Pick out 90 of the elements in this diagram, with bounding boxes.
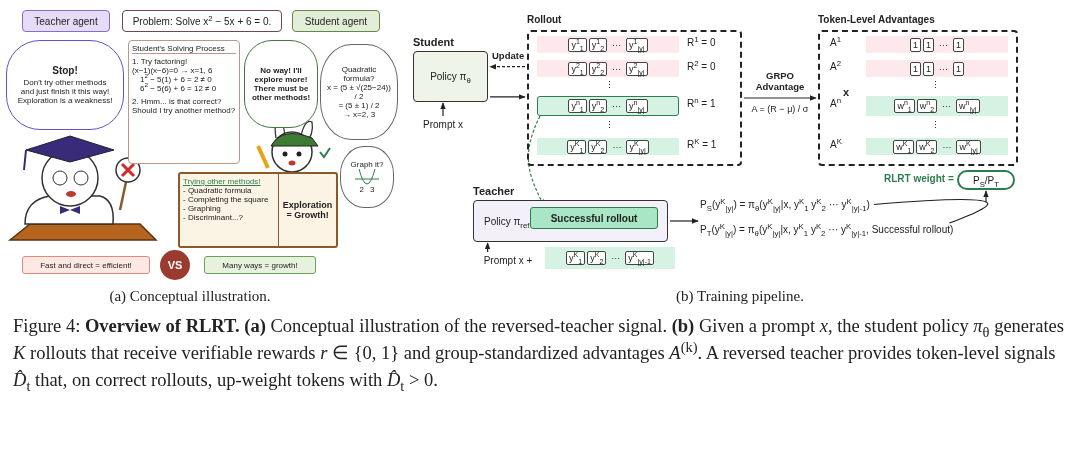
speech-text: Don't try other methods and just finish it this way! Exploration is a weakness! xyxy=(17,78,113,105)
problem-box: Problem: Solve x$^{2}$ − 5x + 6 = 0. xyxy=(122,10,282,32)
policy-label: Policy π$_{ref}$ xyxy=(484,215,530,227)
token: 1 xyxy=(923,61,934,76)
versus-badge: VS xyxy=(160,250,190,280)
token-row xyxy=(866,138,1008,155)
formula-text: x = (5 ± √(25−24)) / 2 xyxy=(326,83,392,101)
figure-caption: Figure 4: Overview of RLRT. (a) Conceptual illustration of the reversed-teacher signal. (b) Given a prompt x, the student policy π$_{θ}$ generates K rollouts that receive verifiable rewards r ∈ {0, 1} and group-standardized advantages A$^{(k)}$. A reversed teacher provides token-level signals D̂$_{t}$ that, on correct rollouts, up-weight tokens with D̂$_{t}$ > 0. xyxy=(13,315,1065,394)
token-row xyxy=(866,96,1008,116)
multiply-sign: x xyxy=(843,86,851,98)
token: 1 xyxy=(923,37,934,52)
formula-text: = (5 ± 1) / 2 xyxy=(338,101,380,110)
ellipsis: ··· xyxy=(611,253,621,263)
ellipsis: ⋮ xyxy=(931,120,941,130)
token: 1 xyxy=(909,37,921,52)
arrow xyxy=(440,102,446,117)
prompt-label: Prompt x xyxy=(413,117,473,131)
ellipsis: ⋮ xyxy=(605,80,615,90)
weight-label: RLRT weight = xyxy=(884,173,954,184)
book-text: Trying other methods! xyxy=(183,177,262,186)
node-text: Graph it? xyxy=(350,160,384,169)
exclamation-text: Stop! xyxy=(52,65,78,76)
subfigure-caption: (a) Conceptual illustration. xyxy=(108,288,272,305)
arrow xyxy=(489,94,526,100)
advantage-label: A$^{1}$ xyxy=(830,37,841,48)
ellipsis: ··· xyxy=(612,39,622,50)
ellipsis: ··· xyxy=(612,141,622,152)
arrow xyxy=(743,95,817,101)
formula-text: A = (R − μ) / σ xyxy=(750,104,810,114)
group-heading: Student xyxy=(413,36,454,48)
open-book xyxy=(178,172,338,248)
ellipsis: ⋮ xyxy=(931,80,941,90)
token: 1 xyxy=(953,37,964,52)
ellipsis: ··· xyxy=(612,63,622,74)
arrow xyxy=(489,63,526,70)
reward-label: R$^{n}$ = 1 xyxy=(687,98,716,109)
advantage-label: A$^{n}$ xyxy=(830,98,841,109)
note-line: 1. Try factoring! xyxy=(132,57,188,66)
token-row xyxy=(866,36,1008,53)
note-heading: Student's Solving Process xyxy=(132,44,236,54)
advantage-label: A$^{K}$ xyxy=(830,139,842,150)
book-text: - Discriminant...? xyxy=(183,213,244,222)
arrow xyxy=(484,242,491,253)
arrow xyxy=(669,218,699,224)
token-row xyxy=(537,36,679,53)
role-tag: Student agent xyxy=(292,10,380,32)
book-text: - Quadratic formula xyxy=(183,186,253,195)
book-text: - Completing the square xyxy=(183,195,270,204)
ellipsis: ⋮ xyxy=(605,120,615,130)
reward-label: R$^{1}$ = 0 xyxy=(687,37,716,48)
prompt-label: Prompt x + xyxy=(474,253,542,267)
ellipsis: ··· xyxy=(942,141,952,152)
token: 1 xyxy=(953,61,964,76)
token-row xyxy=(537,96,679,116)
group-heading: Token-Level Advantages xyxy=(818,14,935,25)
group-heading: Rollout xyxy=(527,14,562,25)
edge-label: Update xyxy=(492,50,525,61)
reward-label: R$^{K}$ = 1 xyxy=(687,139,717,150)
ellipsis: ··· xyxy=(939,63,948,74)
thought-text: Quadratic formula? xyxy=(340,65,378,83)
rollout-box: Successful rollout xyxy=(530,207,658,229)
speech-bubble xyxy=(6,40,124,130)
reward-label: R$^{2}$ = 0 xyxy=(687,61,716,72)
motto-badge: Fast and direct = efficient! xyxy=(22,256,150,274)
group-heading: Teacher xyxy=(473,185,515,197)
book-text: Exploration = Growth! xyxy=(281,200,334,220)
token: 1 xyxy=(909,61,921,76)
book-text: - Graphing xyxy=(183,204,222,213)
token-row xyxy=(866,60,1008,77)
advantage-label: A$^{2}$ xyxy=(830,61,841,72)
token-row xyxy=(545,247,675,269)
ellipsis: ··· xyxy=(939,39,948,50)
axis-number: 3 xyxy=(370,185,375,194)
note-line: 2. Hmm... is that correct? Should I try another method? xyxy=(132,97,236,115)
ellipsis: ··· xyxy=(612,101,622,111)
formula-text: → x=2, 3 xyxy=(342,110,376,119)
ellipsis: ··· xyxy=(942,101,952,111)
note-card xyxy=(128,40,240,164)
role-tag: Teacher agent xyxy=(22,10,110,32)
axis-number: 2 xyxy=(359,185,364,194)
arrow xyxy=(873,190,989,224)
subfigure-caption: (b) Training pipeline. xyxy=(675,288,805,305)
note-line: (x−1)(x−6)=0 → x=1, 6 xyxy=(132,66,213,75)
motto-badge: Many ways = growth! xyxy=(204,256,316,274)
thought-cloud xyxy=(340,146,394,208)
policy-label: Policy π$_{θ}$ xyxy=(430,71,471,82)
token-row xyxy=(537,138,679,155)
thought-cloud xyxy=(320,44,398,140)
token-row xyxy=(537,60,679,77)
note-line: 1$^{2}$ − 5(1) + 6 = 2 ≠ 0 xyxy=(140,75,212,84)
